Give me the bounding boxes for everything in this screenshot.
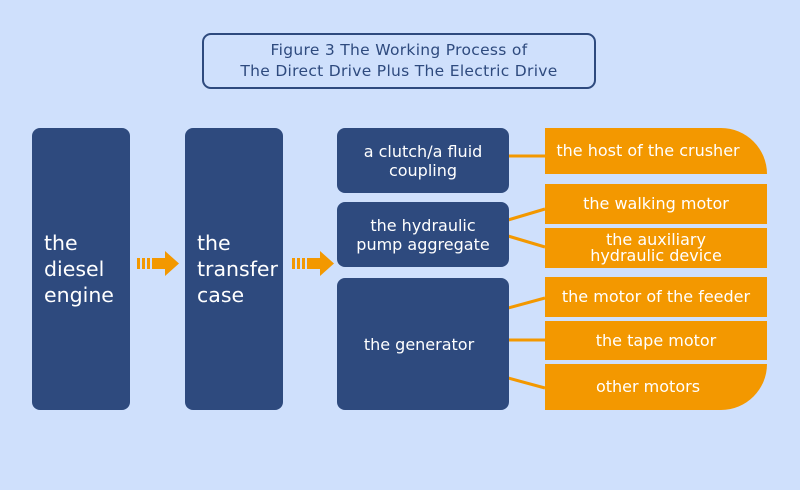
hydraulic-pump-block: the hydraulic pump aggregate [337, 202, 509, 267]
diesel-engine-line-1: the [44, 231, 78, 255]
diesel-engine-line-2: diesel [44, 257, 105, 281]
connector-gen-feeder [507, 296, 546, 310]
connector-pump-walking [507, 207, 546, 222]
tape-motor-line-1: the tape motor [595, 330, 717, 350]
feeder-motor-line-1: the motor of the feeder [561, 287, 751, 306]
generator-block: the generator [337, 278, 509, 410]
transfer-case-block: the transfer case [185, 128, 283, 410]
feeder-motor-block: the motor of the feeder [545, 277, 767, 317]
diesel-engine-block: the diesel engine [32, 128, 130, 410]
generator-line-1: the generator [363, 334, 475, 354]
title-line-1: Figure 3 The Working Process of [270, 41, 528, 59]
title-line-2: The Direct Drive Plus The Electric Drive [240, 62, 558, 80]
aux-hydraulic-block: the auxiliary hydraulic device [545, 228, 767, 268]
clutch-line-2: coupling [388, 160, 458, 180]
arrow-right-icon [137, 251, 179, 276]
aux-hydraulic-line-1: the auxiliary [606, 230, 706, 249]
clutch-line-1: a clutch/a fluid [363, 141, 483, 161]
other-motors-line-1: other motors [595, 377, 701, 396]
hydraulic-pump-line-1: the hydraulic [370, 215, 476, 235]
crusher-host-line-1: the host of the crusher [556, 141, 740, 160]
transfer-case-line-2: transfer [197, 257, 278, 281]
hydraulic-pump-line-2: pump aggregate [356, 234, 490, 254]
figure-title: Figure 3 The Working Process of The Dire… [202, 33, 596, 89]
connector-pump-aux [507, 234, 546, 249]
walking-motor-block: the walking motor [545, 184, 767, 224]
transfer-case-line-1: the [197, 231, 231, 255]
crusher-host-block: the host of the crusher [545, 128, 767, 174]
other-motors-block: other motors [545, 364, 767, 410]
clutch-block: a clutch/a fluid coupling [337, 128, 509, 193]
aux-hydraulic-line-2: hydraulic device [590, 246, 722, 265]
arrow-right-icon [292, 251, 334, 276]
transfer-case-line-3: case [197, 283, 245, 307]
walking-motor-line-1: the walking motor [583, 194, 729, 213]
connector-gen-other [507, 376, 546, 390]
diesel-engine-line-3: engine [44, 283, 114, 307]
tape-motor-block: the tape motor [545, 321, 767, 360]
